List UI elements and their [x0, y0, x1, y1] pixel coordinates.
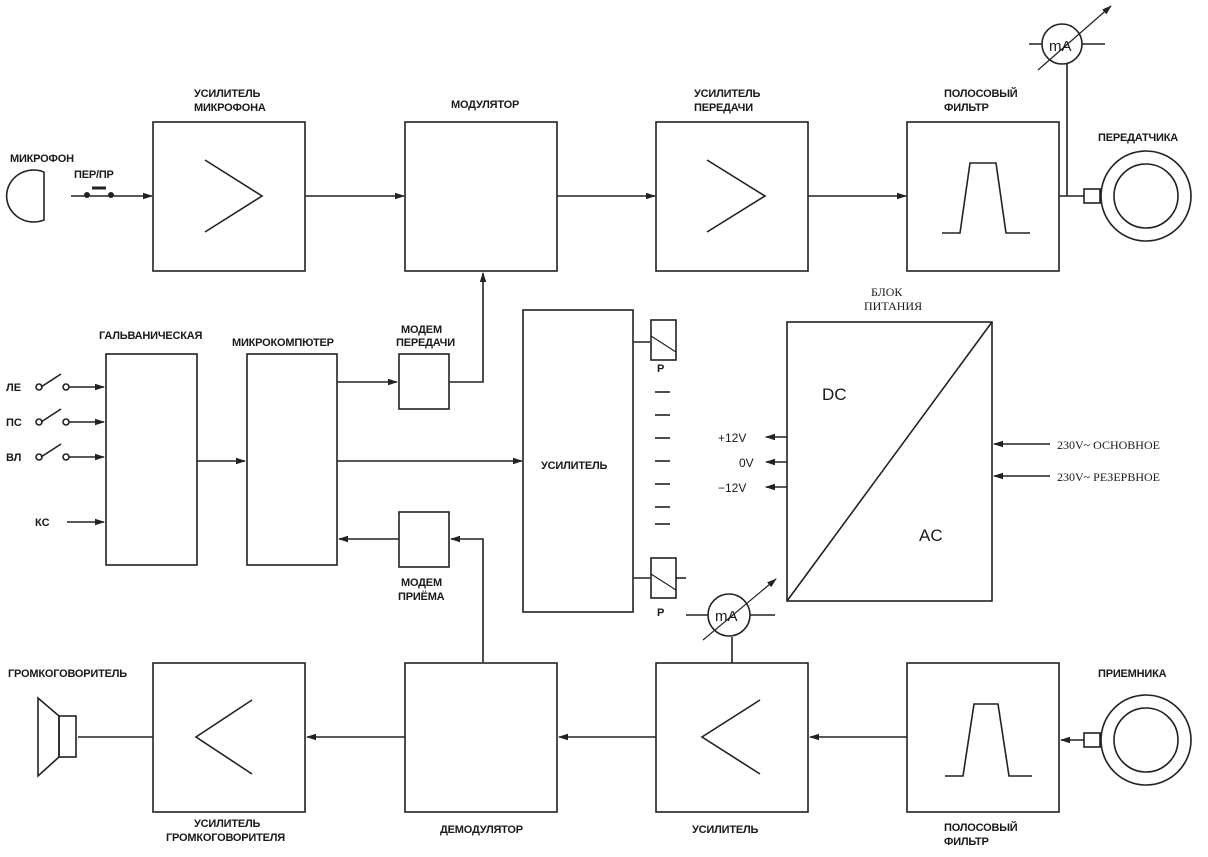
bandpass-curve-icon: [945, 703, 1032, 777]
tx-amp-label-2: ПЕРЕДАЧИ: [694, 102, 753, 114]
zero-volt-label: 0V: [739, 456, 754, 470]
demodulator-to-rx-modem-line: [450, 535, 484, 662]
ps-switch[interactable]: [35, 408, 105, 426]
relay-stack-dashes: [655, 391, 670, 525]
rx-modem-block: [398, 511, 450, 568]
rx-amp-label: УСИЛИТЕЛЬ: [692, 824, 758, 836]
tx-amplifier-block: [655, 121, 809, 272]
plus12-label: +12V: [718, 431, 746, 445]
ammeter-icon: [1037, 5, 1112, 71]
rx-filter-label-1: ПОЛОСОВЫЙ: [944, 821, 1018, 834]
ps-label: ПС: [6, 417, 22, 429]
le-label: ЛЕ: [6, 382, 21, 394]
rx-modem-label-2: ПРИЁМА: [398, 590, 445, 603]
receiver-label: ПРИЕМНИКА: [1098, 668, 1167, 680]
transmitter-label: ПЕРЕДАТЧИКА: [1098, 132, 1178, 144]
speaker-amplifier-block: [152, 662, 306, 813]
galvanic-label: ГАЛЬВАНИЧЕСКАЯ: [99, 330, 203, 342]
amplifier-triangle-icon: [700, 699, 761, 775]
central-amplifier-block: [522, 309, 634, 613]
rx-amplifier-block: [655, 662, 809, 813]
ammeter-icon: [702, 578, 777, 641]
microcomputer-label: МИКРОКОМПЮТЕР: [232, 337, 334, 349]
receiver-ring-icon: [1083, 694, 1192, 786]
amplifier-triangle-icon: [194, 699, 253, 775]
central-amplifier-label: УСИЛИТЕЛЬ: [541, 460, 607, 472]
psu-ac-label: AC: [919, 526, 943, 545]
rx-bandpass-filter-block: [906, 662, 1060, 813]
rx-filter-label-2: ФИЛЬТР: [944, 836, 989, 848]
transmitter-ring-icon: [1083, 150, 1192, 242]
relay-top-label: P: [657, 363, 664, 375]
mains-main-label: 230V~ ОСНОВНОЕ: [1057, 438, 1160, 452]
rx-meter-unit: mA: [715, 608, 738, 625]
ks-label: КС: [35, 517, 50, 529]
tx-modem-block: [398, 353, 450, 410]
psu-label-2: ПИТАНИЯ: [864, 299, 922, 313]
mic-amplifier-block: [152, 121, 306, 272]
tx-modem-label-1: МОДЕМ: [401, 324, 442, 336]
ptt-label: ПЕР/ПР: [74, 169, 114, 181]
tx-filter-label-2: ФИЛЬТР: [944, 102, 989, 114]
relay-bottom-icon: [650, 557, 686, 599]
psu-diagonal: [786, 321, 993, 602]
microphone-label: МИКРОФОН: [10, 153, 74, 165]
minus12-label: −12V: [718, 481, 746, 495]
vl-switch[interactable]: [35, 443, 105, 461]
tx-filter-label-1: ПОЛОСОВЫЙ: [944, 87, 1018, 100]
demodulator-label: ДЕМОДУЛЯТОР: [440, 824, 523, 836]
rx-modem-label-1: МОДЕМ: [401, 577, 442, 589]
modulator-label: МОДУЛЯТОР: [451, 99, 519, 111]
amplifier-triangle-icon: [204, 159, 264, 233]
mic-amp-label-1: УСИЛИТЕЛЬ: [194, 88, 260, 100]
tx-amp-label-1: УСИЛИТЕЛЬ: [694, 88, 760, 100]
psu-dc-label: DC: [822, 385, 847, 404]
tx-meter-unit: mA: [1049, 38, 1072, 55]
bandpass-curve-icon: [942, 162, 1030, 234]
modulator-block: [404, 121, 558, 272]
loudspeaker-label: ГРОМКОГОВОРИТЕЛЬ: [8, 668, 127, 680]
microcomputer-block: [246, 353, 338, 566]
tx-bandpass-filter-block: [906, 121, 1060, 272]
galvanic-isolation-block: [105, 353, 198, 566]
relay-top-icon: [650, 319, 677, 361]
tx-modem-to-modulator-line: [449, 272, 487, 383]
tx-modem-label-2: ПЕРЕДАЧИ: [396, 337, 455, 349]
amplifier-triangle-icon: [706, 159, 767, 233]
psu-label-1: БЛОК: [871, 285, 903, 299]
loudspeaker-icon: [37, 696, 77, 778]
le-switch[interactable]: [35, 373, 105, 391]
mic-amp-label-2: МИКРОФОНА: [194, 102, 266, 114]
demodulator-block: [404, 662, 558, 813]
spk-amp-label-2: ГРОМКОГОВОРИТЕЛЯ: [166, 832, 285, 844]
relay-bottom-label: P: [657, 607, 664, 619]
vl-label: ВЛ: [6, 452, 21, 464]
mains-backup-label: 230V~ РЕЗЕРВНОЕ: [1057, 470, 1160, 484]
microphone-icon: [5, 169, 45, 223]
spk-amp-label-1: УСИЛИТЕЛЬ: [194, 818, 260, 830]
